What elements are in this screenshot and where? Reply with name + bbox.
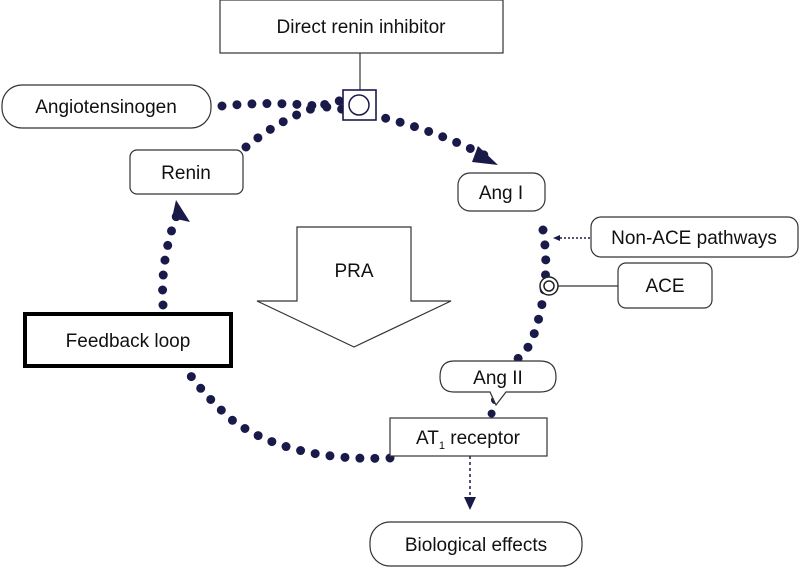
- feedback-loop-label: Feedback loop: [66, 331, 191, 352]
- ang-ii-callout: Ang II: [439, 360, 557, 407]
- ace-box: ACE: [617, 262, 713, 309]
- path-ang-i-to-ang-ii: [505, 225, 551, 367]
- feedback-loop-box: Feedback loop: [23, 312, 233, 368]
- biological-effects-label: Biological effects: [405, 535, 547, 556]
- direct-renin-inhibitor-label: Direct renin inhibitor: [277, 17, 447, 38]
- at1-receptor-box: AT1 receptor: [389, 417, 548, 457]
- renin-box: Renin: [129, 149, 244, 195]
- ace-label: ACE: [645, 276, 684, 297]
- path-renin-arc: [241, 93, 365, 152]
- pra-label: PRA: [334, 261, 373, 282]
- effects-arrowhead: [464, 497, 476, 510]
- ang-ii-label: Ang II: [473, 368, 523, 389]
- at1-receptor-suffix: receptor: [445, 428, 521, 449]
- arrowhead-ang-i: [472, 146, 498, 165]
- direct-renin-inhibitor-box: Direct renin inhibitor: [219, 0, 504, 54]
- path-feedback-to-renin: [158, 207, 183, 310]
- non-ace-pathways-label: Non-ACE pathways: [611, 228, 777, 249]
- pra-arrow: [256, 226, 452, 348]
- ang-i-label: Ang I: [479, 183, 523, 204]
- at1-receptor-subscript: 1: [439, 440, 445, 452]
- arrowhead-renin: [172, 200, 190, 222]
- path-at1-to-feedback: [183, 367, 395, 463]
- dri-inhibition-circle-icon: [348, 94, 370, 116]
- at1-receptor-label: AT1 receptor: [416, 428, 521, 452]
- biological-effects-box: Biological effects: [369, 521, 583, 567]
- non-ace-pathways-box: Non-ACE pathways: [590, 216, 799, 258]
- at1-receptor-prefix: AT: [416, 428, 439, 449]
- angiotensinogen-box: Angiotensinogen: [1, 84, 212, 129]
- ace-inhibition-inner-icon: [543, 280, 555, 292]
- angiotensinogen-label: Angiotensinogen: [35, 97, 177, 118]
- renin-label: Renin: [161, 163, 211, 184]
- ang-i-box: Ang I: [457, 172, 546, 212]
- non-ace-arrowhead: [553, 235, 560, 241]
